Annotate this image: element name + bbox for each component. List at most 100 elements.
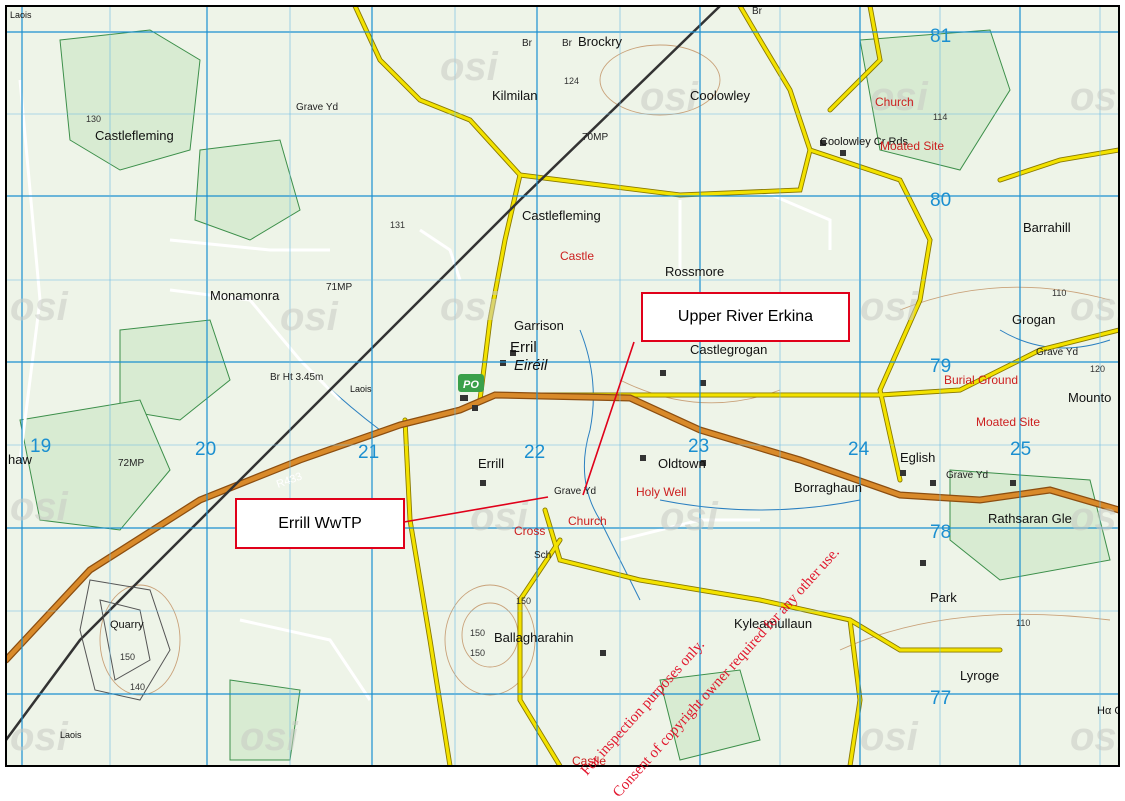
osi-watermark: osi bbox=[1070, 285, 1125, 329]
os-map: 19 20 21 22 23 24 25 81 80 79 78 77 osi … bbox=[5, 5, 1125, 768]
place-castlefleming: Castlefleming bbox=[522, 208, 601, 223]
place-monamonra: Monamonra bbox=[210, 288, 280, 303]
callout-errill-wwtp: Errill WwTP bbox=[235, 498, 405, 549]
callout-upper-river-erkina: Upper River Erkina bbox=[641, 292, 850, 342]
railway-line bbox=[6, 6, 721, 741]
feature-br: Br bbox=[752, 6, 763, 17]
feature-grave-yd: Grave Yd bbox=[1036, 347, 1078, 358]
easting-label-22: 22 bbox=[524, 442, 545, 463]
place-haw: haw bbox=[8, 452, 32, 467]
place-laois: Laois bbox=[350, 384, 372, 394]
place-eglish: Eglish bbox=[900, 450, 935, 465]
place-grogan: Grogan bbox=[1012, 312, 1055, 327]
place-castlefleming-west: Castlefleming bbox=[95, 128, 174, 143]
antiquity-castle: Castle bbox=[560, 249, 594, 263]
spot-height: 114 bbox=[933, 112, 947, 122]
osi-watermark: osi bbox=[860, 285, 919, 329]
northing-label-80: 80 bbox=[930, 190, 951, 211]
place-ha-cr: Hα Cr bbox=[1097, 705, 1125, 717]
buildings bbox=[460, 140, 1016, 656]
osi-watermark: osi bbox=[10, 485, 69, 529]
northing-label-79: 79 bbox=[930, 356, 951, 377]
place-park: Park bbox=[930, 590, 957, 605]
place-ballagharahin: Ballagharahin bbox=[494, 630, 574, 645]
feature-milepost: 72MP bbox=[118, 458, 144, 469]
feature-grave-yd: Grave Yd bbox=[296, 102, 338, 113]
feature-br: Br bbox=[562, 38, 573, 49]
minor-roads bbox=[18, 79, 832, 701]
osi-watermark: osi bbox=[1070, 75, 1125, 119]
place-lyroge: Lyroge bbox=[960, 668, 999, 683]
spot-height: 150 bbox=[470, 628, 485, 638]
callout-leader-upper-river bbox=[582, 341, 635, 496]
feature-milepost: 70MP bbox=[582, 132, 608, 143]
place-coolowley-cr-rds: Coolowley Cr Rds bbox=[820, 136, 909, 148]
spot-height: 150 bbox=[516, 596, 531, 606]
easting-label-20: 20 bbox=[195, 439, 216, 460]
osi-watermark: osi bbox=[440, 45, 499, 89]
spot-height: 150 bbox=[120, 652, 135, 662]
place-kilmilan: Kilmilan bbox=[492, 88, 538, 103]
place-rathsaran-gle: Rathsaran Gle bbox=[988, 511, 1072, 526]
spot-height: 131 bbox=[390, 220, 405, 230]
osi-watermark: osi bbox=[240, 715, 299, 759]
place-laois: Laois bbox=[10, 10, 32, 20]
antiquity-moated-site-north: Moated Site bbox=[880, 139, 944, 153]
spot-height: 110 bbox=[1052, 288, 1066, 298]
place-quarry: Quarry bbox=[110, 619, 144, 631]
regional-road-r433 bbox=[6, 392, 1119, 663]
place-kyleamullaun: Kyleamullaun bbox=[734, 616, 812, 631]
place-castlegrogan: Castlegrogan bbox=[690, 342, 767, 357]
easting-label-23: 23 bbox=[688, 436, 709, 457]
post-office-badge bbox=[458, 374, 484, 392]
osi-watermark: osi bbox=[640, 75, 699, 119]
feature-cross: Cross bbox=[514, 524, 545, 538]
place-barrahill: Barrahill bbox=[1023, 220, 1071, 235]
map-frame bbox=[5, 5, 1120, 767]
osi-watermark: osi bbox=[440, 285, 499, 329]
osi-watermark: osi bbox=[860, 715, 919, 759]
osi-watermark: osi bbox=[1070, 715, 1125, 759]
post-office-label: PO bbox=[463, 379, 479, 391]
antiquity-castle-south: Castle bbox=[572, 754, 606, 768]
place-oldtown: Oldtown bbox=[658, 456, 706, 471]
osi-watermark: osi bbox=[870, 75, 929, 119]
feature-sch: Sch bbox=[534, 550, 551, 561]
antiquity-church-north: Church bbox=[875, 95, 914, 109]
place-rossmore: Rossmore bbox=[665, 264, 724, 279]
fine-grid bbox=[6, 6, 1119, 766]
antiquity-moated-site-east: Moated Site bbox=[976, 415, 1040, 429]
feature-grave-yd: Grave Yd bbox=[946, 470, 988, 481]
feature-milepost: 71MP bbox=[326, 282, 352, 293]
place-erril: Erril bbox=[510, 339, 537, 356]
spot-height: 130 bbox=[86, 114, 101, 124]
antiquity-burial-ground: Burial Ground bbox=[944, 373, 1018, 387]
spot-height: 110 bbox=[1016, 618, 1030, 628]
northing-label-81: 81 bbox=[930, 26, 951, 47]
callout-errill-wwtp-label: Errill WwTP bbox=[278, 514, 362, 532]
feature-grave-yd: Grave Yd bbox=[554, 486, 596, 497]
place-borraghaun: Borraghaun bbox=[794, 480, 862, 495]
northing-label-77: 77 bbox=[930, 688, 951, 709]
spot-height: 140 bbox=[130, 682, 145, 692]
osi-watermark: osi bbox=[10, 285, 69, 329]
easting-label-25: 25 bbox=[1010, 439, 1031, 460]
place-coolowley: Coolowley bbox=[690, 88, 750, 103]
northing-label-78: 78 bbox=[930, 522, 951, 543]
place-brockry: Brockry bbox=[578, 34, 623, 49]
spot-height: 124 bbox=[564, 76, 579, 86]
feature-br: Br bbox=[522, 38, 533, 49]
spot-height: 150 bbox=[470, 648, 485, 658]
easting-label-24: 24 bbox=[848, 439, 870, 460]
antiquity-holy-well: Holy Well bbox=[636, 485, 686, 499]
place-eireil: Eiréil bbox=[514, 357, 548, 374]
osi-watermark: osi bbox=[1070, 495, 1125, 539]
antiquity-church-south: Church bbox=[568, 514, 607, 528]
place-laois: Laois bbox=[60, 730, 82, 740]
osi-watermark: osi bbox=[10, 715, 69, 759]
spot-height: 120 bbox=[1090, 364, 1105, 374]
feature-br-height: Br Ht 3.45m bbox=[270, 372, 323, 383]
grid-lines bbox=[6, 6, 1119, 766]
place-garrison: Garrison bbox=[514, 318, 564, 333]
osi-watermark: osi bbox=[280, 295, 339, 339]
